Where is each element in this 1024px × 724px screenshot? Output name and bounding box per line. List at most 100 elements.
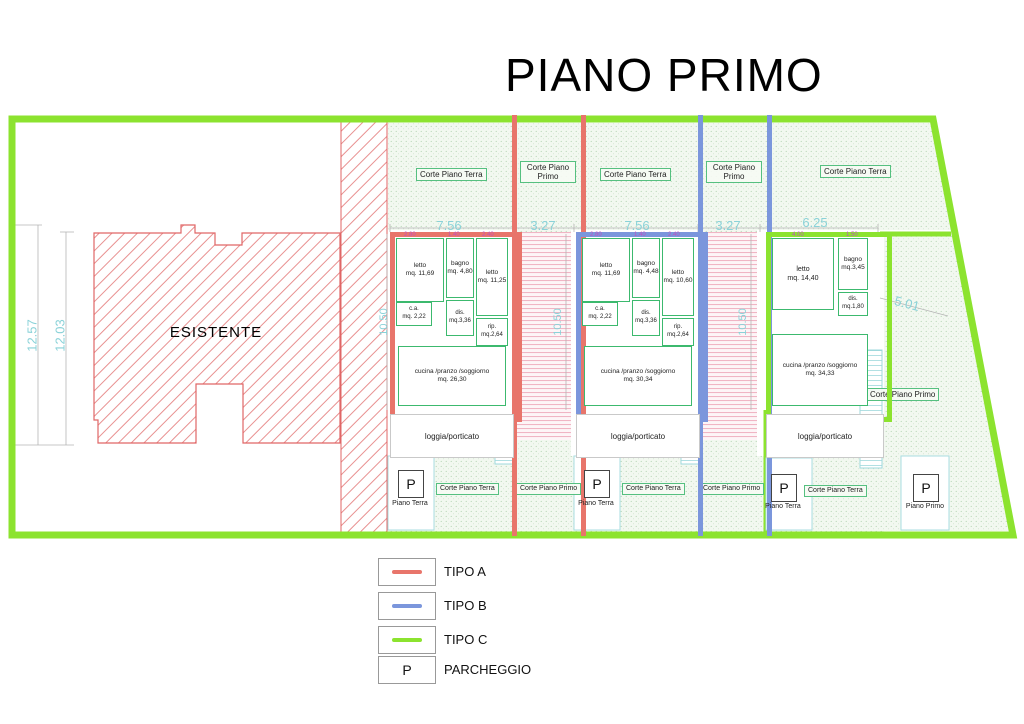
page-title: PIANO PRIMO: [505, 49, 823, 101]
parking-symbol-4: P: [913, 474, 939, 502]
room-area: mq. 2,22: [402, 314, 426, 320]
room-area: mq.3,45: [841, 264, 865, 271]
room-dis: dis.mq.3,36: [446, 300, 474, 336]
tipo-b-line: [392, 604, 422, 608]
tipo-a-line: [392, 570, 422, 574]
corte-primo-label-2: Corte Piano Primo: [706, 161, 762, 184]
corte-terra-label-4: Corte Piano Terra: [436, 483, 499, 496]
room-name: cucina /pranzo /soggiorno: [600, 367, 676, 375]
parking-symbol-3: P: [771, 474, 797, 502]
existing-strip-shape: [340, 121, 388, 535]
unit-c-dim-2: 1.50: [846, 232, 858, 238]
parking-label-2: Piano Terra: [578, 500, 614, 507]
room-rip: rip.mq.2,64: [476, 318, 508, 346]
room-letto: letto mq. 14,40: [772, 238, 834, 310]
room-ca: c.a.mq. 2,22: [582, 302, 618, 326]
room-name: letto: [413, 261, 427, 269]
room-name: dis.: [641, 310, 651, 317]
corte-primo-label-1: Corte Piano Primo: [520, 161, 576, 184]
room-area: mq. 4,48: [633, 268, 659, 275]
room-name: c.a.: [409, 306, 419, 313]
corte-primo-label-right: Corte Piano Primo: [866, 388, 940, 402]
room-name: dis.: [455, 310, 465, 317]
room-rip: rip.mq.2,64: [662, 318, 694, 346]
room-area: mq.3,36: [635, 318, 657, 324]
room-name: dis.: [848, 296, 858, 303]
loggia-a: loggia/porticato: [390, 414, 514, 458]
legend-swatch-tipo-a: [378, 558, 436, 586]
room-area: mq. 4,80: [447, 268, 473, 275]
room-name: c.a.: [595, 306, 605, 313]
dim-left-outer: 12.57: [24, 319, 40, 352]
existing-building-shape: [93, 224, 341, 444]
corte-terra-label-2: Corte Piano Terra: [600, 168, 671, 182]
legend-swatch-tipo-b: [378, 592, 436, 620]
room-name: letto: [599, 261, 613, 269]
room-name: rip.: [673, 324, 683, 331]
parking-label-4: Piano Primo: [905, 503, 945, 510]
unit-c-dim-1: 4.00: [792, 232, 804, 238]
room-area: mq. 11,69: [405, 270, 435, 277]
parking-symbol-legend: P: [402, 662, 412, 678]
loggia-c: loggia/porticato: [766, 414, 884, 458]
walkway-strip-b: [703, 232, 757, 440]
room-name: bagno: [636, 259, 656, 267]
loggia-b: loggia/porticato: [576, 414, 700, 458]
legend-label-parcheggio: PARCHEGGIO: [444, 662, 532, 677]
legend-swatch-parcheggio: P: [378, 656, 436, 684]
room-ca: c.a.mq. 2,22: [396, 302, 432, 326]
existing-building-label: ESISTENTE: [169, 324, 263, 341]
parking-symbol-2: P: [584, 470, 610, 498]
legend-swatch-tipo-c: [378, 626, 436, 654]
dim-top-3: 7.56: [624, 218, 650, 233]
unit-a-dim-2: 1.40: [448, 232, 460, 238]
room-area: mq. 14,40: [787, 275, 819, 282]
room-area: mq. 11,69: [591, 270, 621, 277]
unit-b-dim-3: 2.40: [668, 232, 680, 238]
parking-label-3: Piano Terra: [765, 503, 801, 510]
room-dis: dis.mq.1,80: [838, 292, 868, 316]
legend-label-tipo-b: TIPO B: [444, 598, 487, 613]
unit-a-dim-3: 2.40: [482, 232, 494, 238]
parking-label-1: Piano Terra: [392, 500, 428, 507]
room-name: letto: [796, 265, 810, 273]
room-area: mq. 2,22: [588, 314, 612, 320]
unit-a-dim-1: 2.80: [404, 232, 416, 238]
room-area: mq. 26,30: [437, 376, 467, 383]
corte-terra-label-1: Corte Piano Terra: [416, 168, 487, 182]
dim-left-inner: 12.03: [52, 319, 68, 352]
legend-label-tipo-c: TIPO C: [444, 632, 488, 647]
room-name: rip.: [487, 324, 497, 331]
corte-terra-label-5: Corte Piano Terra: [622, 483, 685, 496]
corte-terra-label-3: Corte Piano Terra: [820, 165, 891, 179]
room-name: cucina /pranzo /soggiorno: [414, 367, 490, 375]
dim-top-2: 3.27: [530, 218, 556, 233]
room-area: mq.2,64: [481, 332, 503, 338]
unit-b-dim-2: 1.40: [634, 232, 646, 238]
tipo-c-line: [392, 638, 422, 642]
room-area: mq.3,36: [449, 318, 471, 324]
room-area: mq.1,80: [842, 304, 864, 310]
room-area: mq.2,64: [667, 332, 689, 338]
unit-b-dim-1: 2.80: [590, 232, 602, 238]
room-area: mq. 11,25: [477, 277, 507, 284]
tipo-a-strip-boundary: [512, 115, 586, 536]
parking-symbol-1: P: [398, 470, 424, 498]
dim-top-1: 7.56: [436, 218, 462, 233]
site-boundary: [8, 115, 1018, 539]
room-name: bagno: [843, 255, 863, 263]
room-name: cucina /pranzo /soggiorno: [782, 361, 858, 369]
walkway-strip-a: [517, 232, 571, 440]
room-name: letto: [671, 268, 685, 276]
room-area: mq. 30,34: [623, 376, 653, 383]
